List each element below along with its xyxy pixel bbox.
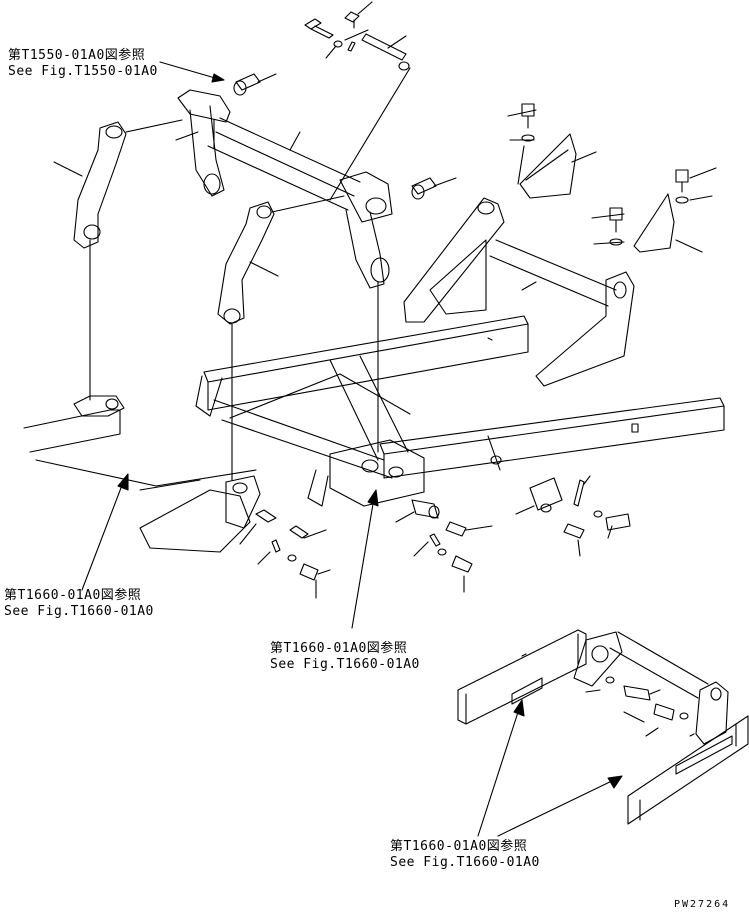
reference-label-en: See Fig.T1660-01A0 [390, 855, 540, 870]
bracket-plate-right [634, 194, 702, 252]
reference-label-en: See Fig.T1550-01A0 [8, 64, 158, 79]
bracket-plate-upper [520, 134, 596, 198]
bushing-right [412, 178, 456, 199]
reference-label-en: See Fig.T1660-01A0 [270, 657, 420, 672]
left-rail [24, 396, 256, 490]
drawing-code: PW27264 [674, 899, 731, 910]
right-bracket-assembly [404, 198, 634, 386]
reference-label-en: See Fig.T1660-01A0 [4, 604, 154, 619]
upper-boom-frame [176, 90, 392, 288]
reference-label-jp: 第T1660-01A0図参照 [270, 641, 408, 656]
inset-detail-assembly [458, 630, 748, 824]
main-chassis-rails [196, 316, 724, 506]
middle-link-arm [218, 196, 378, 480]
lower-left-bracket [140, 476, 330, 598]
reference-label-jp: 第T1550-01A0図参照 [8, 48, 146, 63]
reference-arrows [82, 474, 622, 836]
top-bolt-group [305, 2, 409, 70]
left-link-arm [54, 120, 182, 400]
bolt-washer-set-upper [508, 104, 716, 245]
lower-right-parts [396, 476, 630, 592]
reference-label-jp: 第T1660-01A0図参照 [4, 588, 142, 603]
reference-label-jp: 第T1660-01A0図参照 [390, 839, 528, 854]
bushing-top-left [160, 62, 276, 95]
